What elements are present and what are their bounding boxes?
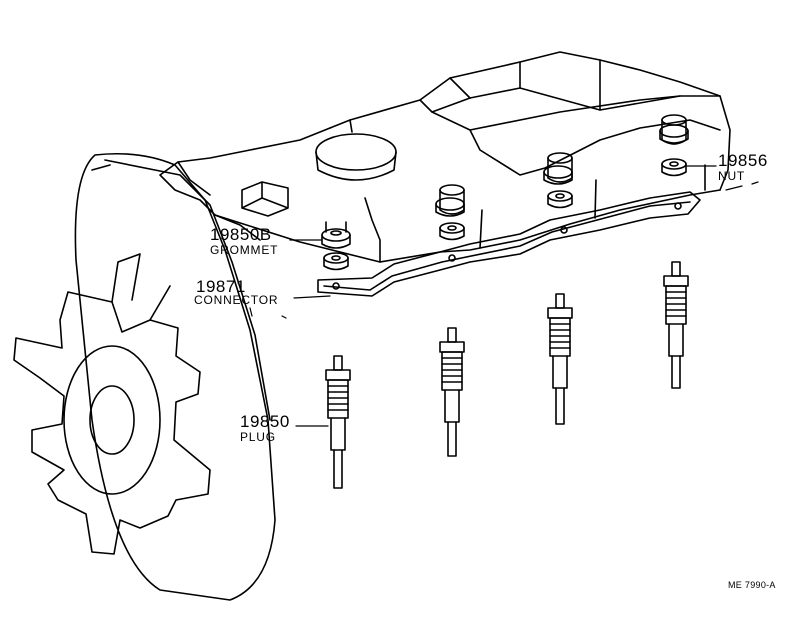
oil-filler-cap: [316, 134, 396, 170]
nut-part-name: NUT: [718, 169, 746, 183]
nut-leader-dashes: [726, 182, 758, 190]
glow-plug-4: [664, 262, 688, 388]
grommet-part-number: 19850B: [210, 225, 272, 244]
cover-studs: [440, 115, 686, 214]
grommets: [322, 125, 688, 248]
cooling-fan: [14, 254, 210, 554]
plug-part-number: 19850: [240, 412, 290, 431]
timing-belt-cover: [75, 154, 275, 600]
drawing-code: ME 7990-A: [728, 580, 776, 590]
glow-plug-3: [548, 294, 572, 424]
cover-box: [242, 182, 288, 216]
connector-bar: [318, 192, 700, 296]
connector-leader-dashes: [250, 308, 286, 318]
glow-plug-2: [440, 328, 464, 456]
connector-part-number: 19871: [196, 277, 246, 296]
connector-part-name: CONNECTOR: [194, 293, 279, 307]
plug-part-name: PLUG: [240, 430, 276, 444]
nuts: [324, 159, 686, 270]
cylinder-head-cover: [160, 52, 730, 262]
connector-leader: [294, 296, 330, 298]
nut-part-number: 19856: [718, 151, 768, 170]
leader-lines: [250, 166, 758, 426]
grommet-part-name: GROMMET: [210, 243, 279, 257]
glow-plug-1: [326, 356, 350, 488]
